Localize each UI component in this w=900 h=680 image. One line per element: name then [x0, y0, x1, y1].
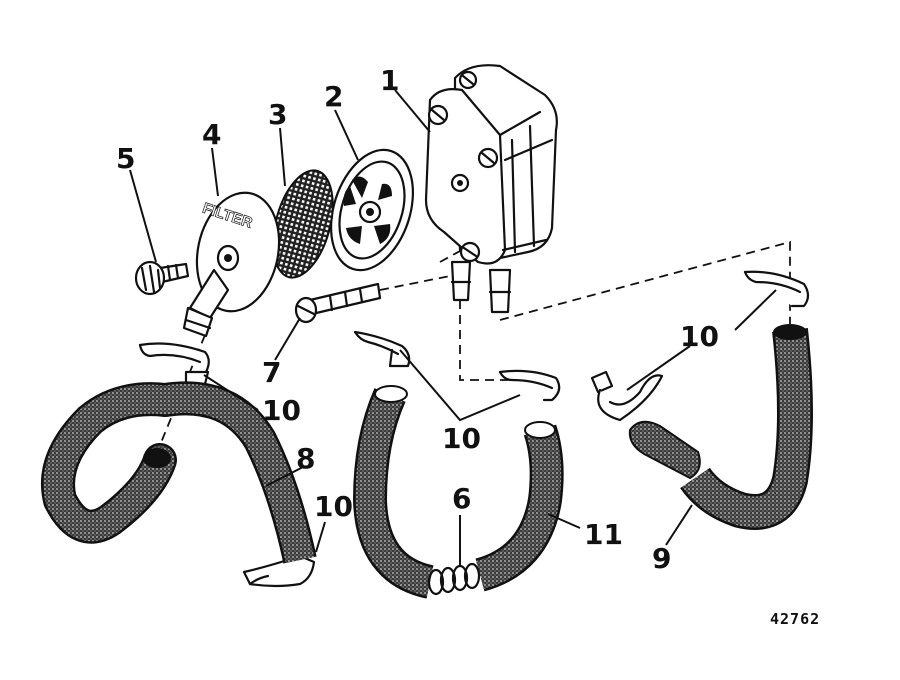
- cover-screw: [134, 260, 190, 296]
- callout-1: 1: [380, 64, 399, 97]
- filter-cover: FILTER: [182, 191, 281, 338]
- callout-4: 4: [202, 118, 221, 151]
- callout-7: 7: [262, 356, 281, 389]
- callout-3: 3: [268, 98, 287, 131]
- callout-10-bottom: 10: [314, 490, 353, 523]
- hose-clamp-f: [242, 554, 316, 588]
- fuel-pump-body: [424, 64, 558, 314]
- callout-5: 5: [116, 142, 135, 175]
- hose-9: [628, 324, 813, 530]
- hose-11: [352, 385, 564, 599]
- hose-clamp-e: [590, 370, 664, 422]
- callout-10-left: 10: [262, 394, 301, 427]
- spring-6: [427, 562, 481, 596]
- callout-9: 9: [652, 542, 671, 575]
- hose-clamp-a: [138, 342, 210, 390]
- hose-clamp-b: [353, 330, 411, 368]
- hose-clamp-c: [498, 369, 561, 402]
- mounting-bolt: [294, 282, 382, 324]
- callout-10-center: 10: [442, 422, 481, 455]
- callout-6: 6: [452, 482, 471, 515]
- valve-plate: [329, 148, 415, 272]
- hose-8: [41, 381, 317, 564]
- callout-11: 11: [584, 518, 623, 551]
- callout-labels: 1 2 3 4 5 7 10 10 10 8 10 6 11 9: [116, 64, 719, 575]
- callout-10-right: 10: [680, 320, 719, 353]
- filter-screen: [272, 169, 334, 279]
- callout-8: 8: [296, 442, 315, 475]
- hose-clamp-d: [743, 270, 810, 308]
- figure-number: 42762: [770, 610, 820, 628]
- leader-lines: [129, 89, 777, 566]
- callout-2: 2: [324, 80, 343, 113]
